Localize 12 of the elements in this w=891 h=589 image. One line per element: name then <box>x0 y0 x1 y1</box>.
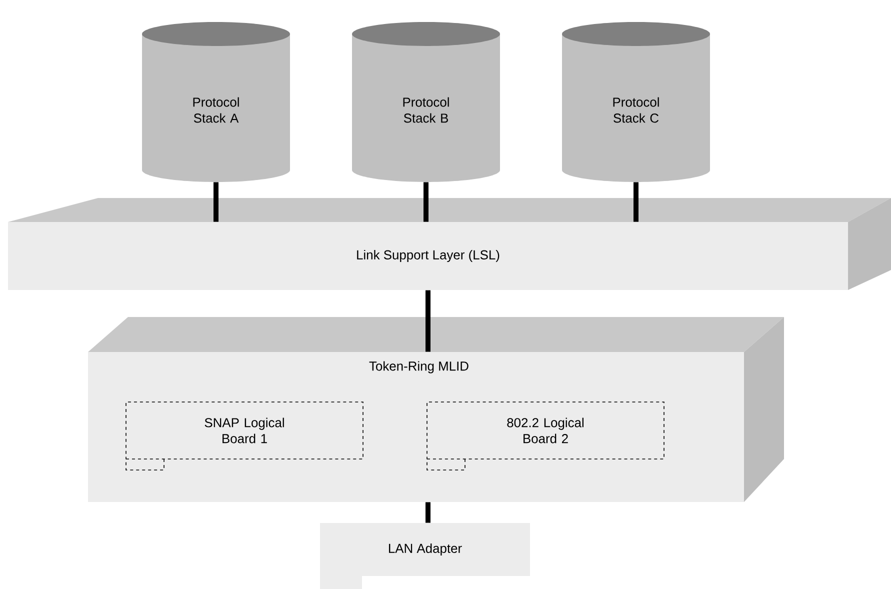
cylinder: Protocol Stack B <box>352 22 500 182</box>
cylinder: Protocol Stack A <box>142 22 290 182</box>
cylinder: Protocol Stack C <box>562 22 710 182</box>
dashed-box: SNAP Logical Board 1 <box>126 402 364 470</box>
adapter-box: LAN Adapter <box>320 523 530 589</box>
connector-line <box>426 502 430 523</box>
connector-line <box>634 182 638 222</box>
connector-line <box>426 290 430 352</box>
connector-line <box>214 182 218 222</box>
dashed-box: 802.2 Logical Board 2 <box>426 402 664 470</box>
layer-box: Link Support Layer (LSL) <box>8 198 891 290</box>
connector-line <box>424 182 428 222</box>
